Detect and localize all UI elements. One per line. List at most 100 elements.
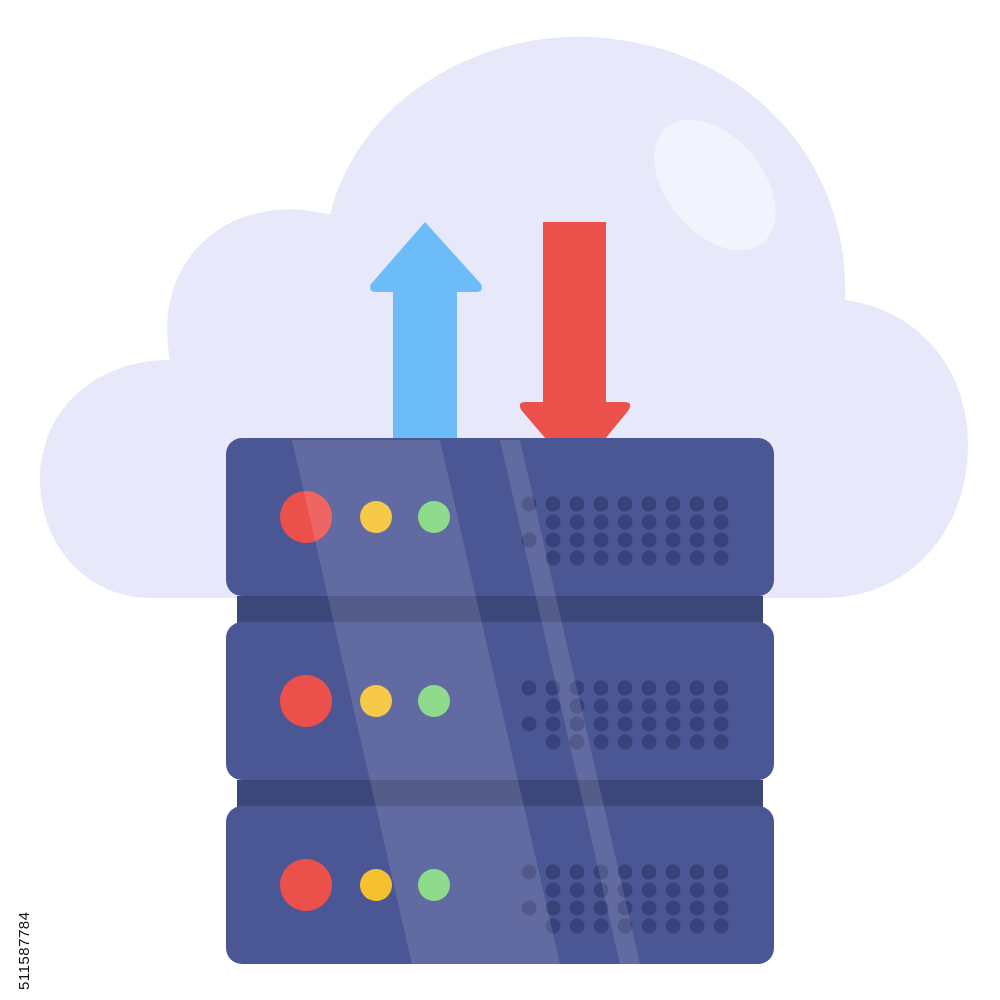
- vent-hole: [665, 716, 681, 732]
- vent-hole: [617, 680, 633, 696]
- vent-hole: [713, 864, 729, 880]
- vent-hole: [569, 864, 585, 880]
- vent-hole: [641, 918, 657, 934]
- vent-hole: [665, 918, 681, 934]
- vent-hole: [689, 532, 705, 548]
- vent-hole: [569, 734, 585, 750]
- vent-hole: [593, 698, 609, 714]
- glare-stripe-thin: [500, 440, 640, 964]
- vent-hole: [665, 496, 681, 512]
- vent-hole: [545, 882, 561, 898]
- vent-hole: [713, 514, 729, 530]
- vent-hole: [617, 550, 633, 566]
- vent-hole: [593, 716, 609, 732]
- vent-hole: [641, 716, 657, 732]
- download-arrow-icon: [519, 222, 631, 474]
- vent-hole: [593, 680, 609, 696]
- vent-hole: [593, 734, 609, 750]
- vent-hole: [593, 900, 609, 916]
- vent-hole: [521, 716, 537, 732]
- vent-hole: [569, 496, 585, 512]
- vent-hole: [689, 918, 705, 934]
- stock-id-label: 511587784: [16, 911, 33, 990]
- vent-hole: [641, 496, 657, 512]
- vent-hole: [569, 900, 585, 916]
- vent-hole: [617, 900, 633, 916]
- vent-hole: [713, 496, 729, 512]
- vent-hole: [689, 864, 705, 880]
- vent-hole: [617, 882, 633, 898]
- vent-hole: [593, 496, 609, 512]
- vent-hole: [641, 882, 657, 898]
- vent-hole: [545, 514, 561, 530]
- vent-hole: [521, 680, 537, 696]
- vent-hole: [521, 900, 537, 916]
- vent-hole: [545, 900, 561, 916]
- vent-hole: [713, 698, 729, 714]
- upload-arrow-icon: [370, 222, 482, 474]
- status-led-green: [418, 869, 450, 901]
- vent-hole: [569, 698, 585, 714]
- vent-hole: [641, 864, 657, 880]
- vent-hole: [665, 734, 681, 750]
- vent-hole: [521, 532, 537, 548]
- vent-hole: [713, 532, 729, 548]
- vent-hole: [569, 918, 585, 934]
- vent-hole: [713, 734, 729, 750]
- vent-hole: [545, 716, 561, 732]
- glare-stripe-wide: [292, 440, 560, 964]
- vent-hole: [617, 496, 633, 512]
- status-led-red: [280, 675, 332, 727]
- vent-hole: [617, 918, 633, 934]
- vent-hole: [593, 864, 609, 880]
- server-body: [226, 438, 774, 596]
- vent-hole: [617, 734, 633, 750]
- server-gap-upper: [237, 596, 763, 626]
- server-gap-lower: [237, 780, 763, 810]
- vent-hole: [617, 532, 633, 548]
- cloud-highlight: [654, 119, 776, 251]
- vent-hole: [665, 550, 681, 566]
- vent-hole: [641, 734, 657, 750]
- vent-hole: [665, 698, 681, 714]
- vent-hole: [593, 514, 609, 530]
- status-led-yellow: [360, 685, 392, 717]
- vent-hole: [545, 864, 561, 880]
- vent-hole: [689, 680, 705, 696]
- vent-hole: [569, 532, 585, 548]
- vent-hole: [545, 550, 561, 566]
- vent-hole: [665, 680, 681, 696]
- vent-hole: [689, 496, 705, 512]
- vent-hole: [665, 882, 681, 898]
- vent-hole: [689, 550, 705, 566]
- vent-hole: [689, 514, 705, 530]
- vent-hole: [665, 532, 681, 548]
- vent-hole: [593, 882, 609, 898]
- server-unit-bottom: [226, 806, 774, 964]
- vent-hole: [617, 514, 633, 530]
- status-led-green: [418, 501, 450, 533]
- server-body: [226, 806, 774, 964]
- server-unit-top: [226, 438, 774, 596]
- vent-hole: [545, 734, 561, 750]
- vent-hole: [713, 882, 729, 898]
- status-led-red: [280, 491, 332, 543]
- vent-hole: [617, 716, 633, 732]
- status-led-green: [418, 685, 450, 717]
- vent-hole: [641, 514, 657, 530]
- vent-hole: [689, 900, 705, 916]
- vent-hole: [569, 514, 585, 530]
- vent-hole: [689, 716, 705, 732]
- vent-hole: [689, 698, 705, 714]
- vent-hole: [521, 864, 537, 880]
- vent-hole: [641, 680, 657, 696]
- vent-hole: [641, 900, 657, 916]
- server-unit-middle: [226, 622, 774, 780]
- vent-hole: [593, 550, 609, 566]
- status-led-yellow: [360, 869, 392, 901]
- vent-hole: [545, 496, 561, 512]
- vent-hole: [689, 882, 705, 898]
- vent-hole: [545, 698, 561, 714]
